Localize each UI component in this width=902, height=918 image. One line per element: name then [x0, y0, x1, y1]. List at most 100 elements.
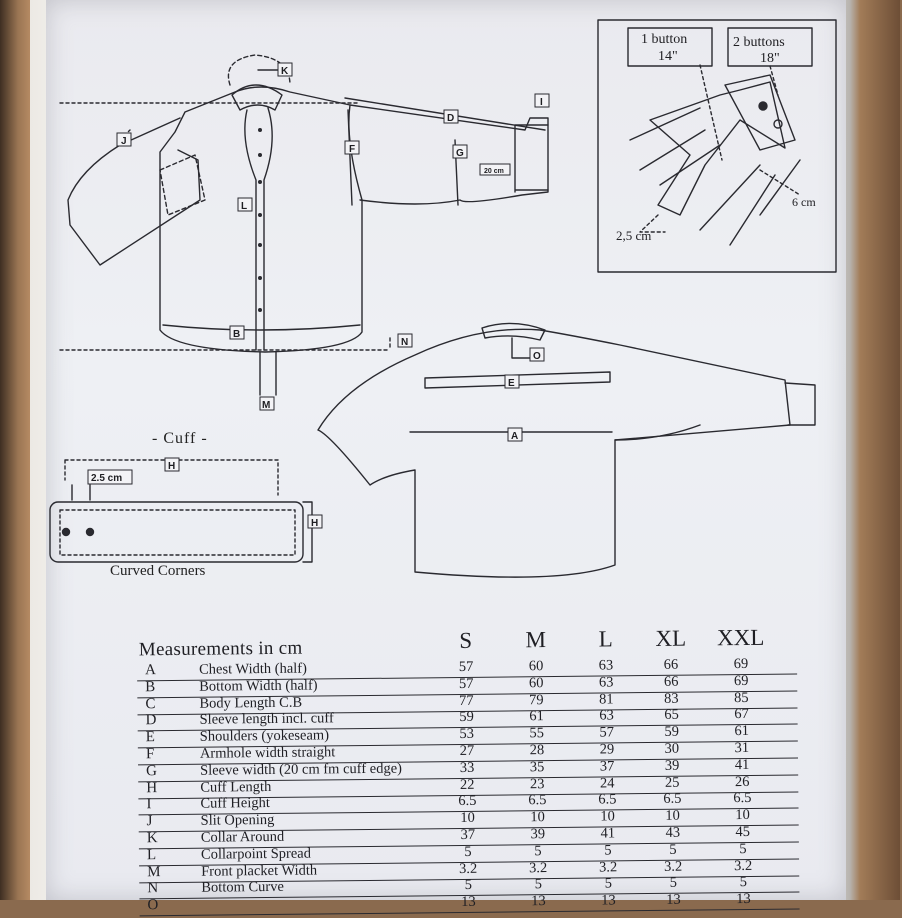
row-value: 10	[665, 807, 680, 825]
cuff-25-dimension	[71, 484, 91, 501]
row-value: 22	[459, 776, 475, 793]
row-value: 83	[664, 690, 679, 707]
row-letter: G	[146, 762, 158, 780]
row-value: 5	[534, 876, 543, 893]
row-value: 33	[459, 759, 475, 776]
row-name: Sleeve length incl. cuff	[199, 710, 334, 729]
row-value: 77	[459, 692, 474, 709]
row-value: 13	[601, 892, 616, 909]
row-value: 6.5	[663, 791, 682, 808]
row-value: 53	[459, 726, 475, 743]
tag-g: G	[456, 148, 464, 159]
dimension-n	[59, 102, 391, 351]
row-value: 5	[604, 875, 613, 892]
row-value: 57	[458, 675, 474, 692]
row-value: 69	[733, 672, 749, 689]
button2-size: 18"	[760, 51, 780, 66]
row-value: 5	[464, 877, 473, 894]
row-value: 39	[664, 757, 680, 774]
cuff-height-dim	[302, 501, 313, 563]
button1-label: 1 button	[641, 32, 687, 47]
tag-o: O	[533, 351, 541, 362]
row-name: Shoulders (yokeseam)	[199, 727, 330, 745]
row-value: 57	[458, 658, 474, 676]
tag-k: K	[281, 66, 289, 77]
row-value: 27	[459, 742, 475, 760]
row-name: Bottom Width (half)	[199, 677, 318, 695]
row-letter: A	[144, 662, 156, 679]
row-letter: O	[147, 897, 159, 914]
row-value: 24	[599, 774, 615, 792]
back-collar	[481, 322, 546, 341]
front-left-sleeve	[67, 117, 201, 266]
row-value: 29	[599, 741, 615, 758]
row-value: 5	[739, 840, 747, 857]
row-value: 43	[665, 824, 681, 841]
back-o-dimension	[511, 337, 531, 359]
row-value: 10	[530, 809, 545, 826]
row-letter: N	[147, 880, 159, 897]
row-value: 5	[669, 875, 678, 892]
row-value: 25	[664, 774, 680, 791]
row-value: 28	[529, 742, 545, 759]
cuff-outline	[49, 501, 304, 563]
inset-hatching	[629, 107, 801, 246]
row-value: 30	[664, 740, 680, 757]
row-letter: C	[145, 695, 156, 712]
tag-i: I	[540, 97, 543, 108]
cuff-caption: Curved Corners	[110, 563, 206, 579]
row-letter: D	[145, 712, 157, 729]
inset-cuff	[724, 74, 796, 151]
row-value: 31	[734, 739, 750, 757]
row-value: 61	[734, 723, 750, 740]
tag-h: H	[168, 461, 175, 472]
row-name: Slit Opening	[200, 812, 275, 829]
back-sleeve-seam	[614, 424, 701, 441]
row-value: 35	[529, 758, 545, 776]
inset-dim-right: 6 cm	[792, 195, 816, 209]
row-letter: J	[146, 813, 153, 830]
row-value: 13	[736, 891, 751, 908]
front-left-cuff	[159, 154, 206, 216]
front-shirt-hem	[162, 324, 361, 331]
inset-dims	[639, 64, 801, 233]
inset-sleeve	[649, 81, 786, 216]
row-value: 66	[663, 656, 679, 673]
row-value: 13	[531, 893, 546, 910]
back-shirt-outline	[317, 328, 791, 578]
row-value: 67	[734, 706, 749, 723]
row-value: 6.5	[528, 792, 547, 809]
row-value: 6.5	[733, 790, 752, 807]
row-name: Cuff Length	[200, 778, 272, 796]
tag-n: N	[401, 337, 408, 348]
row-value: 3.2	[598, 858, 618, 876]
shirt-pattern-diagram: K J L B M N F G D I O E A H H 20 cm 2.5 …	[49, 19, 837, 578]
back-yoke-seam	[424, 371, 611, 389]
row-value: 60	[528, 674, 544, 692]
front-buttons	[258, 128, 262, 312]
row-value: 5	[464, 843, 472, 860]
row-letter: M	[147, 863, 161, 880]
row-value: 10	[600, 808, 615, 825]
dimension-f	[347, 109, 353, 206]
row-value: 6.5	[598, 791, 617, 808]
tag-h-right: H	[311, 518, 318, 529]
row-letter: H	[146, 779, 158, 796]
sleeve-20cm-label: 20 cm	[484, 168, 504, 175]
row-letter: L	[146, 846, 157, 864]
row-value: 59	[459, 709, 474, 726]
row-value: 5	[669, 841, 677, 858]
row-value: 10	[460, 810, 475, 827]
cuff-h-dimension	[64, 459, 279, 496]
cuff-width-label: 2.5 cm	[91, 473, 122, 484]
row-value: 45	[735, 823, 751, 841]
tag-a: A	[511, 431, 518, 442]
row-value: 66	[663, 673, 679, 690]
row-letter: F	[145, 746, 155, 763]
inset-dim-left: 2,5 cm	[616, 228, 651, 243]
tag-m: M	[262, 400, 270, 411]
row-value: 5	[604, 842, 612, 859]
row-value: 6.5	[458, 793, 477, 810]
